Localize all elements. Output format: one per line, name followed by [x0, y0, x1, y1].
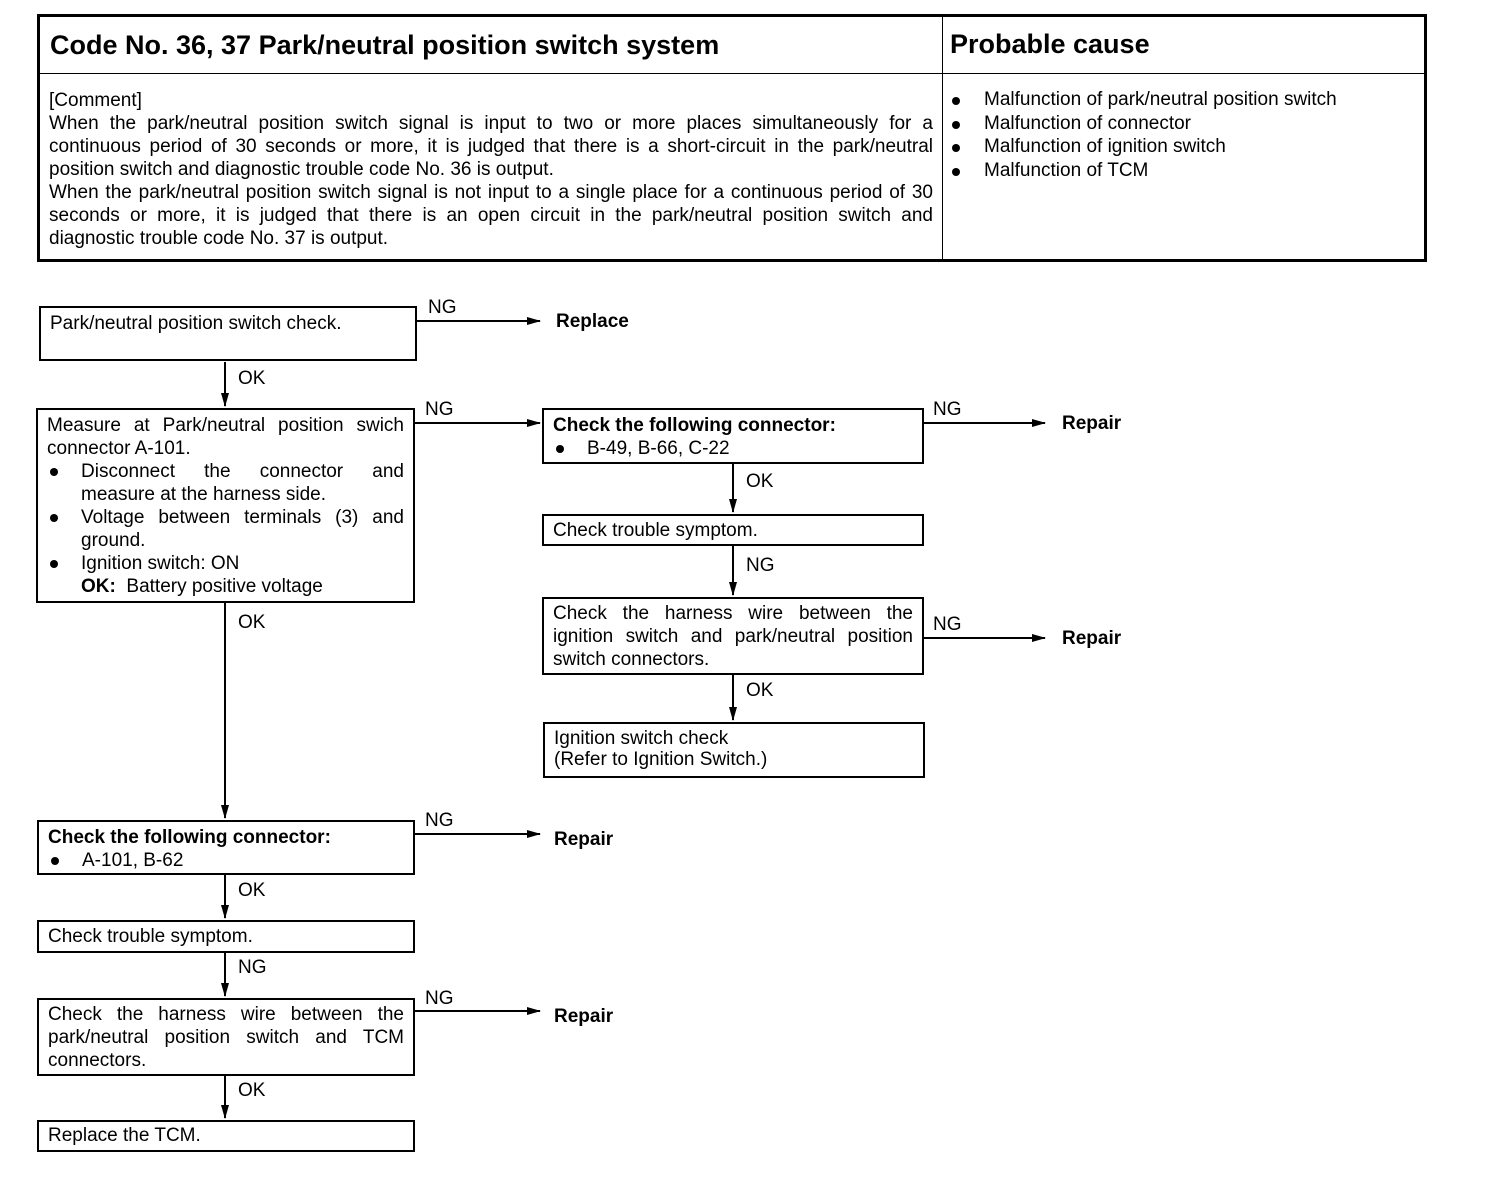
right-symptom-text: Check trouble symptom. [553, 520, 758, 541]
measure-bullet-2: Voltage between terminals (3) and ground… [47, 506, 404, 552]
ng-label: NG [933, 399, 962, 420]
measure-bullet-1: Disconnect the connector and measure at … [47, 460, 404, 506]
right-connector-title: Check the following connector: [553, 415, 836, 436]
right-connector-item: B-49, B-66, C-22 [553, 437, 913, 460]
header-table: Code No. 36, 37 Park/neutral position sw… [37, 14, 1427, 262]
step-switch-check: Park/neutral position switch check. [39, 306, 417, 361]
result-repair: Repair [1062, 413, 1122, 434]
ng-label: NG [746, 555, 775, 576]
cause-item: Malfunction of park/neutral position swi… [952, 88, 1337, 112]
replace-tcm-text: Replace the TCM. [48, 1125, 201, 1146]
ng-label: NG [933, 614, 962, 635]
step-replace-tcm: Replace the TCM. [37, 1120, 415, 1152]
harness-tcm-text: Check the harness wire between the park/… [48, 1004, 404, 1071]
comment-block: [Comment] When the park/neutral position… [49, 89, 933, 250]
ng-label: NG [425, 399, 454, 420]
step-measure-connector: Measure at Park/neutral position swich c… [36, 408, 415, 603]
cause-item: Malfunction of TCM [952, 159, 1337, 183]
step-trouble-symptom-left: Check trouble symptom. [37, 920, 415, 953]
ok-label: OK [238, 1080, 266, 1101]
ok-label: OK [746, 680, 774, 701]
step-ignition-check: Ignition switch check (Refer to Ignition… [543, 722, 925, 778]
cause-item: Malfunction of ignition switch [952, 135, 1337, 159]
page-title: Code No. 36, 37 Park/neutral position sw… [50, 30, 720, 60]
step-check-connector-right: Check the following connector: B-49, B-6… [542, 408, 924, 464]
measure-ok-line: OK: Battery positive voltage [47, 575, 404, 598]
measure-intro: Measure at Park/neutral position swich c… [47, 415, 404, 459]
ok-label: OK [238, 880, 266, 901]
result-repair: Repair [554, 1006, 614, 1027]
harness-ignition-text: Check the harness wire between the ignit… [553, 603, 913, 670]
ignition-check-line1: Ignition switch check [554, 728, 729, 749]
comment-paragraph-2: When the park/neutral position switch si… [49, 182, 933, 249]
comment-tag: [Comment] [49, 90, 142, 111]
result-replace: Replace [556, 311, 629, 332]
result-repair: Repair [554, 829, 614, 850]
ng-label: NG [238, 957, 267, 978]
result-repair: Repair [1062, 628, 1122, 649]
ng-label: NG [425, 988, 454, 1009]
comment-paragraph-1: When the park/neutral position switch si… [49, 113, 933, 180]
step-harness-tcm: Check the harness wire between the park/… [37, 998, 415, 1076]
left-symptom-text: Check trouble symptom. [48, 926, 253, 947]
ok-label: OK [746, 471, 774, 492]
step-switch-check-text: Park/neutral position switch check. [50, 313, 342, 334]
ignition-check-line2: (Refer to Ignition Switch.) [554, 749, 768, 770]
ok-label: OK [238, 612, 266, 633]
header-divider-vertical [942, 17, 943, 259]
cause-item: Malfunction of connector [952, 112, 1337, 136]
measure-ok-label: OK: [81, 576, 116, 597]
left-connector-title: Check the following connector: [48, 827, 331, 848]
ng-label: NG [428, 297, 457, 318]
probable-cause-list: Malfunction of park/neutral position swi… [952, 88, 1337, 182]
measure-bullet-3: Ignition switch: ON [47, 552, 404, 575]
measure-ok-value: Battery positive voltage [126, 576, 323, 597]
header-divider-horizontal [40, 73, 1424, 74]
step-check-connector-left: Check the following connector: A-101, B-… [37, 820, 415, 875]
left-connector-item: A-101, B-62 [48, 849, 404, 872]
ok-label: OK [238, 368, 266, 389]
probable-cause-heading: Probable cause [950, 29, 1150, 59]
ng-label: NG [425, 810, 454, 831]
step-trouble-symptom-right: Check trouble symptom. [542, 514, 924, 546]
step-harness-ignition: Check the harness wire between the ignit… [542, 597, 924, 675]
